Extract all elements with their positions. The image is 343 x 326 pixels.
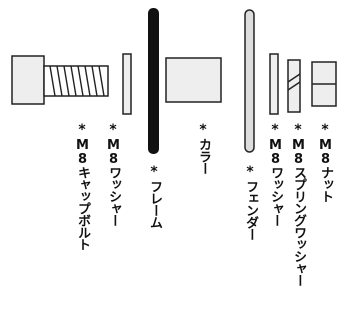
label-marker: * bbox=[78, 122, 86, 138]
label-cap-bolt: * M8キャップボルト bbox=[74, 122, 90, 250]
washer-1-part bbox=[122, 53, 132, 115]
label-marker: * bbox=[109, 122, 117, 138]
label-text: フレーム bbox=[147, 180, 162, 228]
label-washer-1: * M8ワッシャー bbox=[105, 122, 121, 226]
label-marker: * bbox=[246, 164, 254, 180]
label-marker: * bbox=[150, 164, 158, 180]
label-nut: * M8ナット bbox=[317, 122, 333, 202]
collar-part bbox=[165, 57, 222, 103]
label-collar: * カラー bbox=[195, 122, 211, 174]
label-marker: * bbox=[321, 122, 329, 138]
spring-washer-part bbox=[287, 59, 301, 113]
fender-part bbox=[244, 9, 255, 153]
label-text: フェンダー bbox=[243, 180, 258, 240]
label-washer-2: * M8ワッシャー bbox=[267, 122, 283, 226]
label-text: M8ナット bbox=[318, 138, 333, 202]
label-frame: * フレーム bbox=[146, 164, 162, 228]
washer-2-part bbox=[269, 53, 279, 115]
label-spring-washer: * M8スプリングワッシャー bbox=[290, 122, 306, 286]
frame-part bbox=[148, 8, 159, 154]
label-fender: * フェンダー bbox=[242, 164, 258, 240]
label-text: M8キャップボルト bbox=[75, 138, 90, 250]
label-text: カラー bbox=[196, 138, 211, 174]
label-text: M8ワッシャー bbox=[106, 138, 121, 226]
label-text: M8スプリングワッシャー bbox=[291, 138, 306, 286]
label-text: M8ワッシャー bbox=[268, 138, 283, 226]
cap-bolt-part bbox=[11, 55, 109, 105]
nut-part bbox=[311, 61, 337, 107]
label-marker: * bbox=[199, 122, 207, 138]
label-marker: * bbox=[294, 122, 302, 138]
label-marker: * bbox=[271, 122, 279, 138]
